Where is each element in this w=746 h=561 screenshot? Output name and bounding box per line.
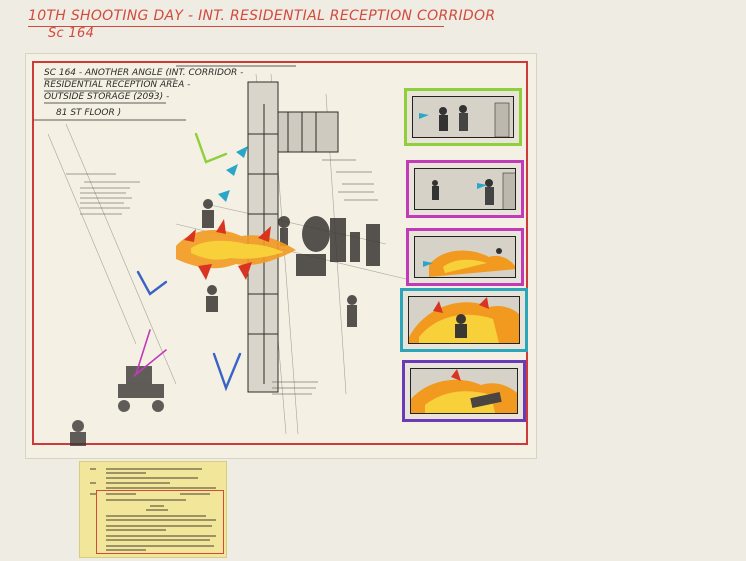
main-illustration	[47, 73, 407, 446]
storyboard-sheet: SC 164 - ANOTHER ANGLE (INT. CORRIDOR - …	[26, 54, 536, 458]
thumbnail-art-3	[415, 237, 515, 277]
thumbnail-frame-4	[400, 288, 528, 352]
thumbnail-frame-2	[406, 160, 524, 218]
script-page-note	[80, 462, 226, 557]
scene-tag: Sc 164	[48, 26, 95, 41]
script-highlight-box	[96, 490, 224, 554]
panel-caption-line-3: OUTSIDE STORAGE (2093) -	[44, 92, 170, 102]
thumbnail-art-4	[409, 297, 519, 343]
panel-caption-line-4: 81 ST FLOOR )	[56, 108, 122, 118]
board-title: 10TH SHOOTING DAY - INT. RESIDENTIAL REC…	[28, 8, 496, 24]
caption-underlines	[34, 65, 296, 121]
thumbnail-art-2	[415, 169, 515, 209]
thumbnail-art-5	[411, 369, 517, 413]
title-underline	[28, 26, 444, 27]
panel-caption-line-1: SC 164 - ANOTHER ANGLE (INT. CORRIDOR -	[44, 68, 244, 78]
thumbnail-frame-3	[406, 228, 524, 286]
red-border-frame	[32, 61, 528, 445]
thumbnail-frame-1	[404, 88, 522, 146]
panel-caption-line-2: RESIDENTIAL RECEPTION AREA -	[44, 80, 191, 90]
thumbnail-frame-5	[402, 360, 526, 422]
thumbnail-art-1	[413, 97, 513, 137]
